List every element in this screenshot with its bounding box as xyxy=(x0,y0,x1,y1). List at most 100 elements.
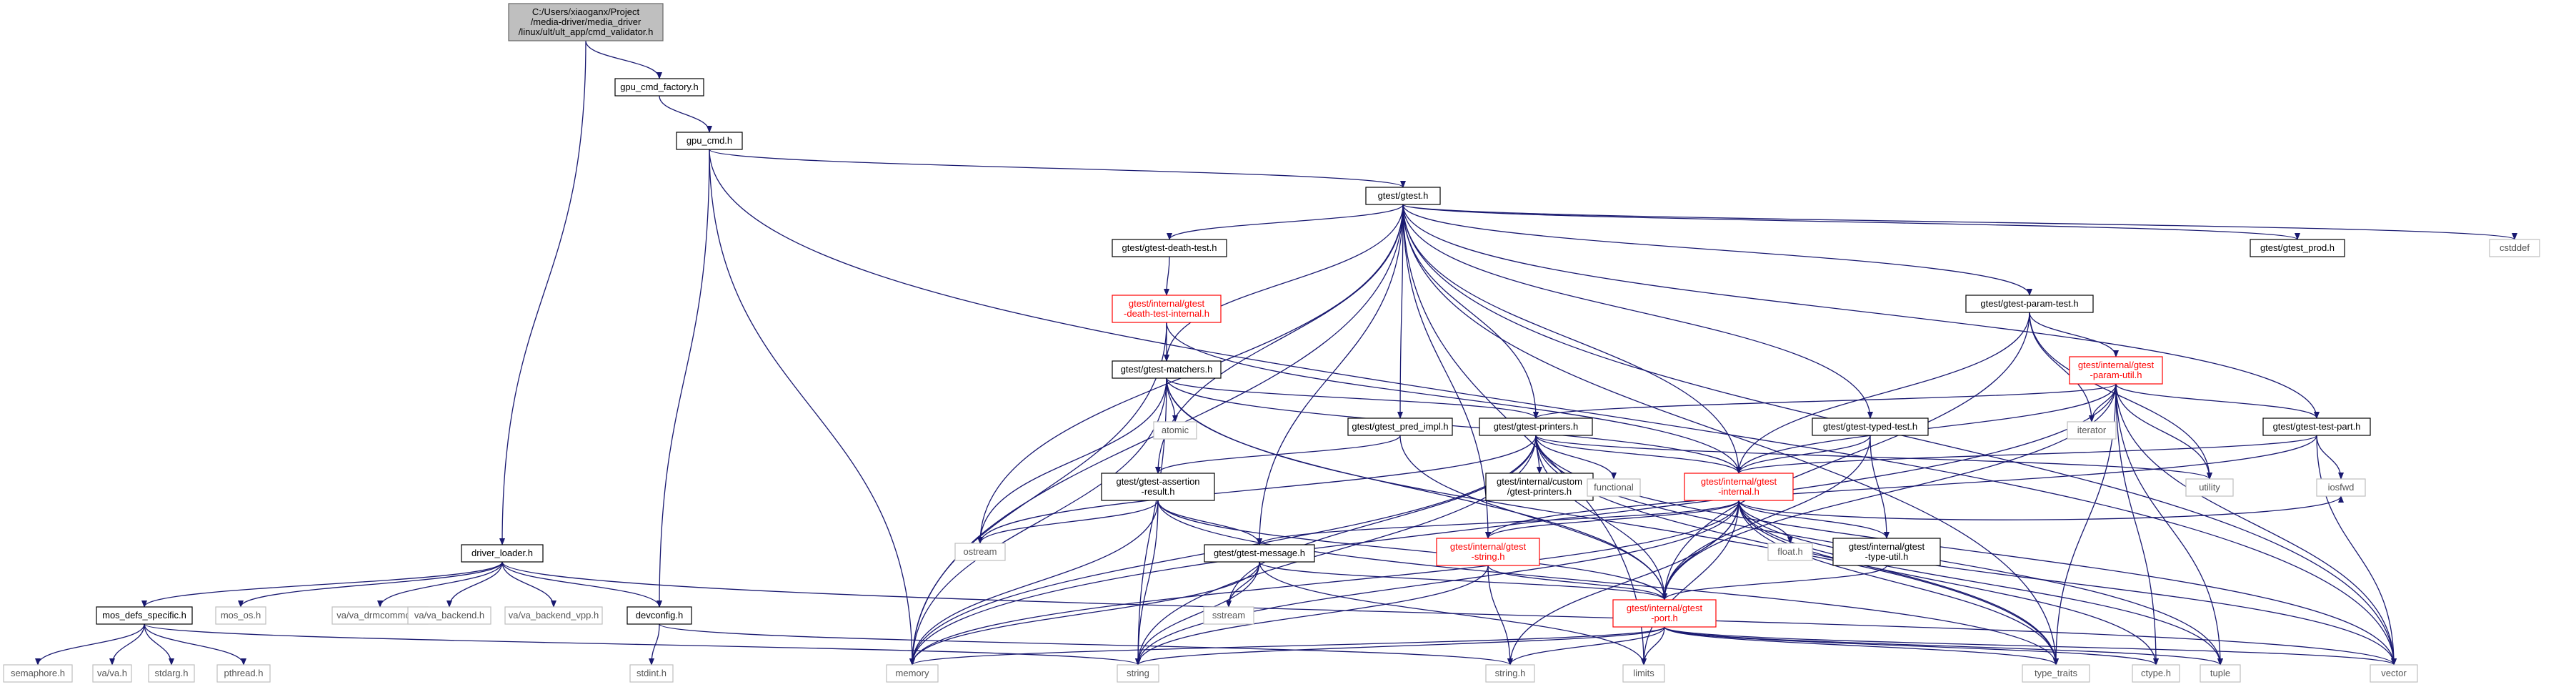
node-va: va/va.h xyxy=(92,664,132,683)
node-box xyxy=(954,543,1006,561)
node-port[interactable]: gtest/internal/gtest-port.h xyxy=(1612,599,1717,628)
node-param-test[interactable]: gtest/gtest-param-test.h xyxy=(1965,295,2094,313)
node-label: va/va_drmcommon.h xyxy=(336,610,423,621)
edge-gtest-to-death_test xyxy=(1167,204,1404,240)
edge-test_part-to-internal xyxy=(1736,435,2317,474)
node-mos-defs[interactable]: mos_defs_specific.h xyxy=(96,606,193,625)
edge-assertion_result-to-message xyxy=(1157,500,1262,545)
node-message[interactable]: gtest/gtest-message.h xyxy=(1204,544,1315,563)
node-gtest[interactable]: gtest/gtest.h xyxy=(1365,187,1441,205)
node-label: stdint.h xyxy=(636,668,667,678)
node-box xyxy=(1812,417,1929,436)
node-semaphore: semaphore.h xyxy=(3,664,73,683)
edge-mos_defs-to-semaphore xyxy=(35,623,145,666)
edge-driver_loader-to-vector xyxy=(501,561,2397,666)
node-box xyxy=(2067,421,2117,440)
edge-printers-to-ostream xyxy=(977,435,1537,544)
edge-gpu_cmd_factory-to-gpu_cmd xyxy=(659,95,712,133)
node-label: gtest/internal/gtest xyxy=(1849,541,1925,552)
node-type-traits: type_traits xyxy=(2022,664,2090,683)
edge-internal-to-string_h xyxy=(1507,500,1739,666)
node-box xyxy=(1612,599,1717,628)
node-box xyxy=(2200,664,2241,683)
node-custom-printers[interactable]: gtest/internal/custom/gtest-printers.h xyxy=(1485,473,1594,501)
node-label: pthread.h xyxy=(224,668,264,678)
node-box xyxy=(1112,360,1222,379)
edge-gpu_cmd-to-gtest xyxy=(709,149,1406,188)
edge-test_part-to-vector xyxy=(2316,435,2397,666)
edge-death_internal-to-internal xyxy=(1166,322,1742,474)
node-box xyxy=(676,132,743,150)
edge-port-to-tuple xyxy=(1664,626,2223,666)
node-box xyxy=(1965,295,2094,313)
node-test-part[interactable]: gtest/gtest-test-part.h xyxy=(2262,417,2371,436)
node-gpu-cmd[interactable]: gpu_cmd.h xyxy=(676,132,743,150)
node-label: mos_os.h xyxy=(221,610,261,621)
edge-param_util-to-ctype xyxy=(2115,383,2159,666)
node-death-internal[interactable]: gtest/internal/gtest-death-test-internal… xyxy=(1112,295,1222,323)
node-matchers[interactable]: gtest/gtest-matchers.h xyxy=(1112,360,1222,379)
node-box xyxy=(2022,664,2090,683)
node-typed-test[interactable]: gtest/gtest-typed-test.h xyxy=(1812,417,1929,436)
node-label: ostream xyxy=(964,546,997,557)
edge-driver_loader-to-devconfig xyxy=(501,561,662,608)
edge-gtest-to-test_part xyxy=(1402,204,2320,419)
node-label: gtest/gtest_pred_impl.h xyxy=(1352,421,1448,432)
node-label: C:/Users/xiaoganx/Project xyxy=(532,6,640,17)
node-param-util[interactable]: gtest/internal/gtest-param-util.h xyxy=(2069,356,2163,385)
edge-internal-to-tuple xyxy=(1738,500,2223,666)
node-label: gtest/gtest-message.h xyxy=(1214,548,1305,558)
edge-gtest-to-param_test xyxy=(1402,204,2032,296)
nodes-layer: C:/Users/xiaoganx/Project/media-driver/m… xyxy=(3,3,2540,683)
node-box xyxy=(1485,473,1594,501)
edge-mos_defs-to-va xyxy=(109,623,145,666)
node-box xyxy=(1112,295,1222,323)
node-sstream: sstream xyxy=(1203,606,1254,625)
node-box xyxy=(2185,478,2234,497)
node-string-h: string.h xyxy=(1485,664,1535,683)
node-iosfwd: iosfwd xyxy=(2316,478,2366,497)
node-gtest-prod[interactable]: gtest/gtest_prod.h xyxy=(2250,239,2345,257)
edge-internal-to-vector xyxy=(1738,500,2397,666)
edge-printers-to-internal xyxy=(1535,435,1742,474)
edge-gtest-to-typed_test xyxy=(1402,204,1873,419)
edge-gtest_string-to-string_h xyxy=(1487,565,1513,666)
node-assertion-result[interactable]: gtest/gtest-assertion-result.h xyxy=(1101,473,1215,501)
node-label: gtest/internal/gtest xyxy=(2078,360,2155,370)
node-va-backend: va/va_backend.h xyxy=(407,606,491,625)
node-label: gtest/gtest-printers.h xyxy=(1494,421,1579,432)
node-death-test[interactable]: gtest/gtest-death-test.h xyxy=(1112,239,1227,257)
node-label: gtest/internal/custom xyxy=(1497,476,1582,487)
node-box xyxy=(629,664,674,683)
node-pthread: pthread.h xyxy=(216,664,271,683)
node-box xyxy=(1204,544,1315,563)
node-iterator: iterator xyxy=(2067,421,2117,440)
node-type-util[interactable]: gtest/internal/gtest-type-util.h xyxy=(1832,538,1941,566)
node-box xyxy=(407,606,491,625)
node-label: tuple xyxy=(2210,668,2230,678)
edge-gtest-to-type_traits xyxy=(1402,204,2059,666)
node-gtest-string[interactable]: gtest/internal/gtest-string.h xyxy=(1436,538,1540,566)
edge-internal-to-iosfwd xyxy=(1738,495,2344,520)
node-pred-impl[interactable]: gtest/gtest_pred_impl.h xyxy=(1347,417,1453,436)
node-root[interactable]: C:/Users/xiaoganx/Project/media-driver/m… xyxy=(508,3,664,41)
edge-gtest-to-pred_impl xyxy=(1397,204,1404,419)
node-label: gtest/gtest-param-test.h xyxy=(1980,298,2078,309)
node-box xyxy=(1485,664,1535,683)
edge-assertion_result-to-string xyxy=(1135,500,1159,666)
node-devconfig[interactable]: devconfig.h xyxy=(626,606,692,625)
node-internal[interactable]: gtest/internal/gtest-internal.h xyxy=(1684,473,1794,501)
node-label: utility xyxy=(2199,482,2220,493)
edge-internal-to-memory xyxy=(909,500,1739,666)
node-label: sstream xyxy=(1212,610,1245,621)
node-label: gtest/internal/gtest xyxy=(1450,541,1527,552)
edge-internal-to-gtest_string xyxy=(1485,500,1739,539)
node-driver-loader[interactable]: driver_loader.h xyxy=(461,544,544,563)
edge-devconfig-to-string_h xyxy=(659,623,1513,666)
node-tuple: tuple xyxy=(2200,664,2241,683)
node-gpu-cmd-factory[interactable]: gpu_cmd_factory.h xyxy=(614,78,704,97)
edge-assertion_result-to-memory xyxy=(909,500,1159,666)
node-ostream: ostream xyxy=(954,543,1006,561)
node-printers[interactable]: gtest/gtest-printers.h xyxy=(1479,417,1593,436)
